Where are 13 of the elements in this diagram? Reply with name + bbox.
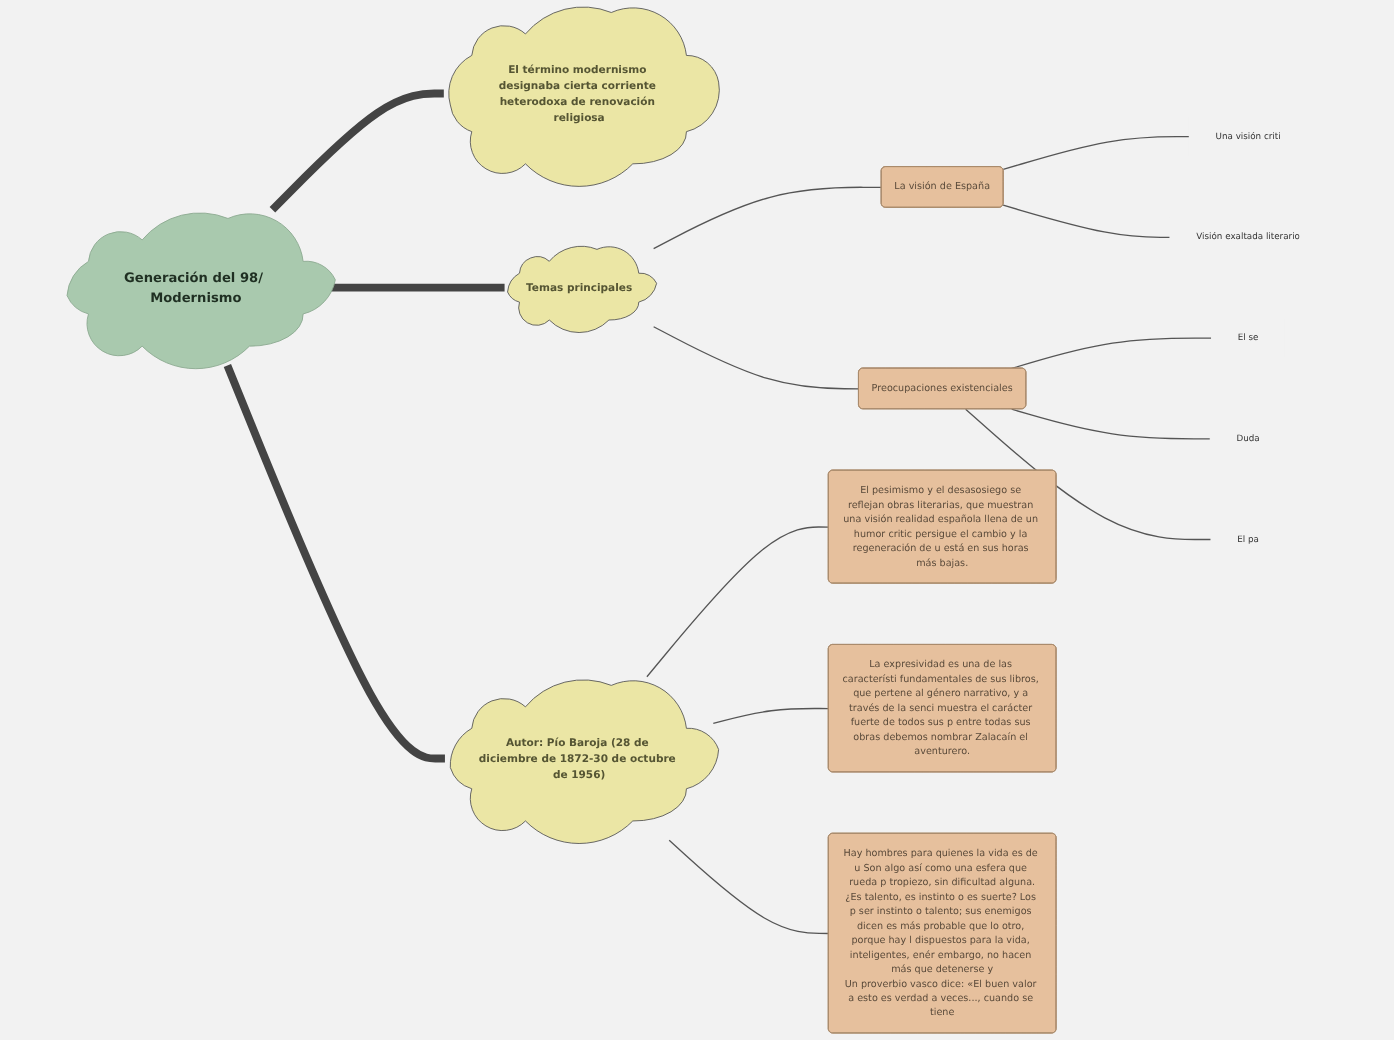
connector (653, 186, 883, 250)
connector (330, 283, 505, 292)
connector (713, 707, 830, 725)
connector (224, 364, 446, 763)
connector (653, 326, 860, 390)
connector (1002, 204, 1171, 238)
connector (270, 89, 445, 213)
connector (668, 839, 830, 935)
connector (965, 408, 1212, 541)
connector (1011, 408, 1212, 440)
connector (1002, 135, 1191, 171)
connector (646, 526, 830, 678)
connector (1011, 337, 1213, 370)
